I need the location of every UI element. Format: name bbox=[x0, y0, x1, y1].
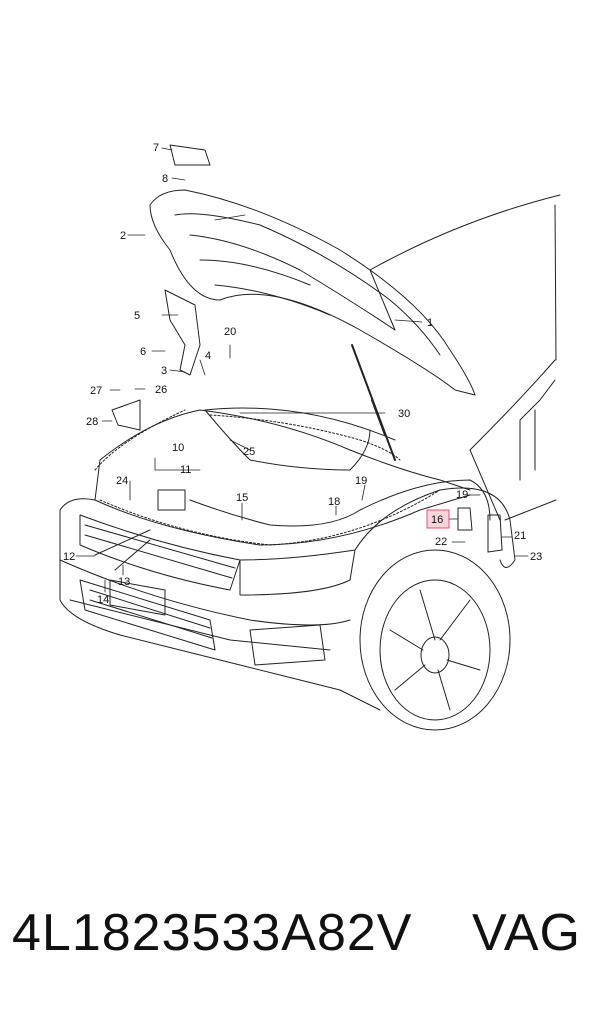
fender bbox=[339, 487, 516, 711]
windshield bbox=[369, 194, 561, 521]
license-plate bbox=[109, 579, 166, 616]
callout-20: 20 bbox=[224, 326, 236, 338]
callout-16: 16 bbox=[431, 514, 443, 526]
bracket-21 bbox=[487, 514, 503, 553]
grille bbox=[79, 514, 241, 591]
callout-2: 2 bbox=[120, 230, 126, 242]
highlight-box-16 bbox=[426, 509, 450, 529]
hood-outline bbox=[149, 189, 476, 396]
callout-19-top: 19 bbox=[355, 475, 367, 487]
callout-12: 12 bbox=[63, 551, 75, 563]
engine-bay bbox=[94, 409, 471, 546]
wheel-spokes bbox=[389, 589, 481, 711]
bracket-28 bbox=[111, 399, 141, 431]
callout-27: 27 bbox=[90, 385, 102, 397]
callout-14: 14 bbox=[97, 594, 109, 606]
callout-24: 24 bbox=[116, 475, 128, 487]
wheel-tyre bbox=[359, 549, 511, 731]
callout-10: 10 bbox=[172, 442, 184, 454]
bolt-12 bbox=[94, 529, 151, 556]
latch-block bbox=[157, 489, 186, 511]
front-bumper bbox=[59, 498, 351, 691]
seal-strip bbox=[94, 409, 441, 546]
callout-13: 13 bbox=[118, 576, 130, 588]
part-16 bbox=[457, 507, 473, 531]
footer: 4L1823533A82V VAG bbox=[0, 895, 600, 985]
headlight bbox=[239, 549, 356, 596]
bolt-13 bbox=[114, 539, 151, 571]
callout-6: 6 bbox=[140, 346, 146, 358]
callout-21: 21 bbox=[514, 530, 526, 542]
a-pillar bbox=[519, 379, 556, 481]
hood-latch-7 bbox=[169, 144, 211, 166]
callout-1: 1 bbox=[427, 317, 433, 329]
wheel-hub bbox=[420, 636, 450, 674]
fog-light bbox=[249, 624, 326, 666]
parts-diagram: 1 2 3 4 5 6 7 8 10 11 12 13 14 15 16 18 … bbox=[59, 142, 561, 731]
hood-inner bbox=[174, 213, 441, 356]
callout-11: 11 bbox=[180, 464, 191, 476]
callout-19-right: 19 bbox=[456, 489, 468, 501]
cowl-panel bbox=[204, 407, 396, 471]
callout-18: 18 bbox=[328, 496, 340, 508]
callout-3: 3 bbox=[161, 365, 167, 377]
callout-30: 30 bbox=[398, 408, 410, 420]
brand-label: VAG bbox=[472, 904, 581, 962]
callout-26: 26 bbox=[155, 384, 167, 396]
wheel-rim bbox=[379, 579, 491, 721]
callout-8: 8 bbox=[162, 173, 168, 185]
release-cable bbox=[189, 479, 491, 527]
part-number: 4L1823533A82V bbox=[12, 904, 413, 962]
callout-15: 15 bbox=[236, 492, 248, 504]
hood-hinge bbox=[164, 289, 201, 376]
leader-lines bbox=[75, 147, 529, 593]
callout-22: 22 bbox=[435, 536, 447, 548]
callout-23: 23 bbox=[530, 551, 542, 563]
callout-25: 25 bbox=[243, 446, 255, 458]
callout-28: 28 bbox=[86, 416, 98, 428]
callout-7: 7 bbox=[153, 142, 159, 154]
callout-5: 5 bbox=[134, 310, 140, 322]
lower-grille bbox=[79, 579, 216, 651]
hood-strut bbox=[351, 344, 396, 461]
callout-4: 4 bbox=[205, 350, 211, 362]
